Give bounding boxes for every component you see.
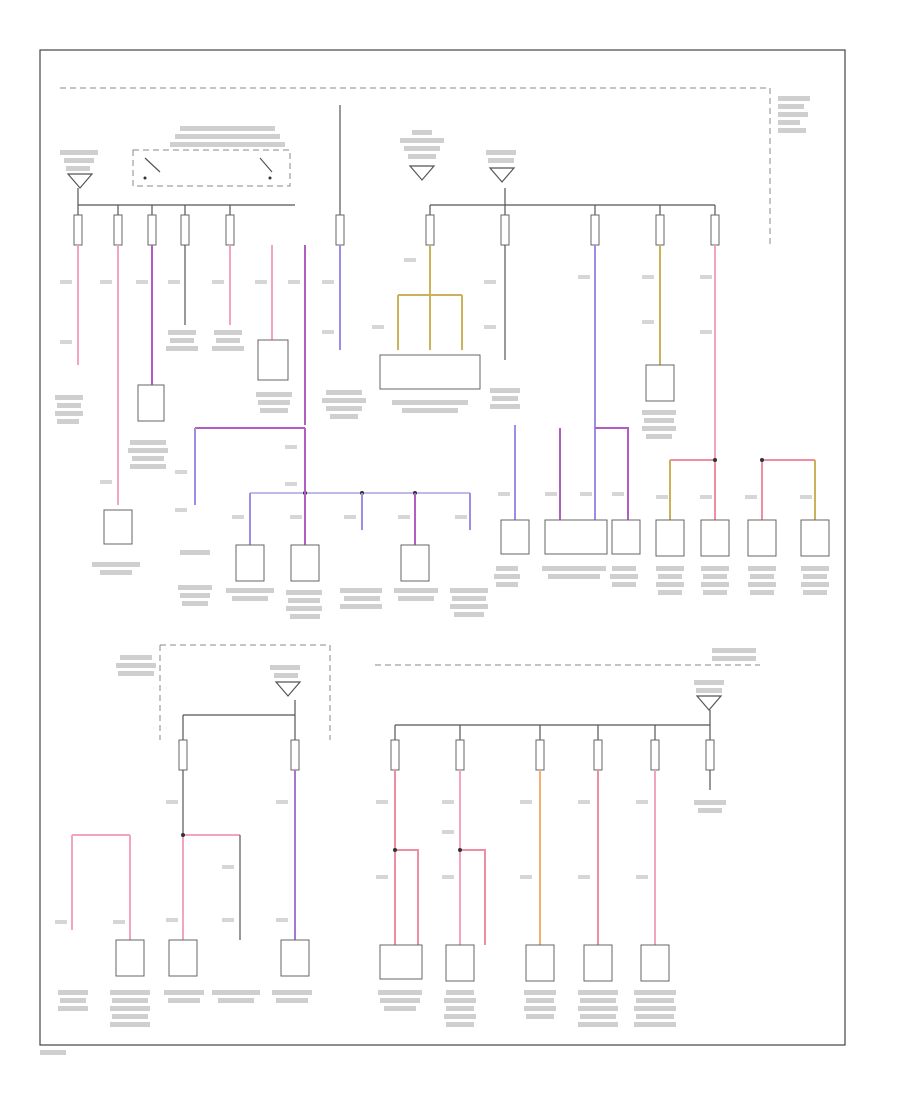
fuse-bottom-left-2 [290,739,300,771]
splice-br-1 [393,848,397,852]
component-box-3 [103,509,133,545]
splice-right-1 [713,458,717,462]
component-box-8 [544,519,608,555]
component-box-10 [645,364,675,402]
fuse-drops-bottom-left [182,700,296,740]
fuse-panel-label-mid [400,130,516,183]
label-right-b [542,566,638,587]
fuse-panel-label-left [60,150,98,189]
splice-bottom-left [181,833,185,837]
wire-purple-right-2 [595,427,629,520]
label-center-block [322,390,366,419]
label-clusters-left [55,330,292,575]
page-tag-mark [40,1050,66,1055]
splice-br-2 [458,848,462,852]
wire-olive-cluster [397,245,463,350]
component-box-1 [137,384,165,422]
wire-pink-br-1b [395,849,419,945]
bottom-right-components [379,944,670,982]
splice-right-2 [760,458,764,462]
label-right-a [490,388,520,587]
component-box-9 [611,519,641,555]
component-box-4 [235,544,265,582]
relay-box-top-left [132,126,291,187]
fuse-drops-right [429,188,716,215]
component-box-6 [400,544,430,582]
fuse-bottom-left-1 [178,739,188,771]
component-box-7 [500,519,530,555]
label-right-c [642,410,676,439]
component-box-relay [379,354,481,390]
fuses-right [425,214,720,246]
label-bottom-left-components [58,990,312,1027]
fuse-center [335,214,345,246]
label-relay [392,400,468,413]
fuses-bottom-right [390,739,715,771]
bottom-left-dashed-box [159,644,331,740]
bottom-left-components [115,939,310,977]
label-bottom-right-components [378,800,726,1027]
ignition-coil-row [655,519,830,557]
label-bottom-right-panel [694,648,756,711]
component-box-2 [257,339,289,381]
fuse-drops-left [73,188,235,246]
diagram-border [39,49,846,1046]
label-bottom-left-panel [116,655,302,697]
label-clusters-mid [178,550,488,619]
fuse-drops-bottom-right [394,710,711,740]
component-box-5 [290,544,320,582]
wire-code-ticks [55,258,812,924]
top-right-label-block [778,96,810,133]
label-ignition-row [656,566,829,595]
wire-pink-right-branch [670,459,716,520]
wire-pink-br-2b [460,849,486,945]
